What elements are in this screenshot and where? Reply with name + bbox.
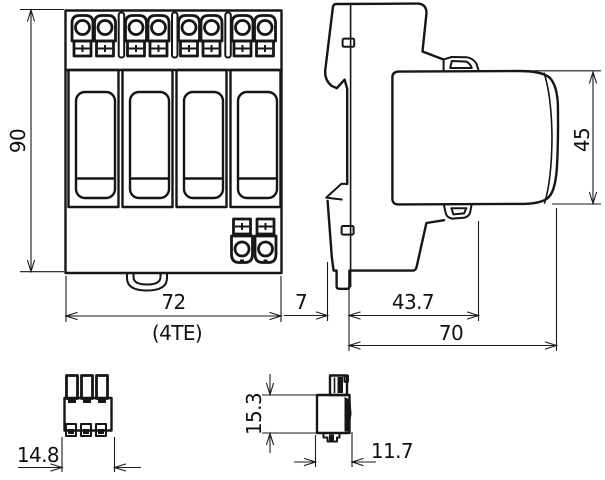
rail-depth-label: 7 — [295, 290, 307, 314]
connector-side-view — [315, 374, 352, 443]
protection-modules — [67, 68, 282, 209]
module — [229, 68, 282, 209]
module — [175, 68, 228, 209]
signal-terminal — [253, 217, 278, 264]
base-lower-terminal-block — [326, 199, 446, 290]
module-latch-bottom — [442, 204, 473, 220]
lower-terminal-screw-marker — [340, 225, 355, 236]
total-depth-label: 70 — [439, 321, 463, 345]
connector-front-view — [63, 374, 113, 437]
connector-width-label: 14.8 — [17, 443, 59, 467]
width-label: 72 — [161, 290, 185, 314]
terminal-clamp — [70, 14, 95, 58]
terminal-group-separator — [224, 11, 232, 59]
base-upper-terminal-block — [323, 2, 445, 186]
terminal-clamp — [124, 14, 148, 58]
connector-side-flange — [344, 397, 352, 432]
terminal-clamp — [199, 14, 224, 58]
terminal-clamp — [177, 14, 201, 58]
rail-clip-tip — [325, 182, 348, 201]
terminal-group-separator — [171, 11, 179, 59]
module — [121, 68, 174, 209]
top-terminals — [70, 11, 277, 59]
plug-in-module-profile — [391, 69, 560, 206]
width-unit-label: (4TE) — [152, 321, 202, 345]
dimensions: 90 72 (4TE) 7 43.7 70 45 14.8 15.3 11.7 — [6, 10, 601, 472]
connector-feet — [65, 423, 107, 437]
front-view — [64, 9, 283, 292]
upper-depth-label: 43.7 — [392, 290, 434, 314]
module-face-contour — [543, 72, 553, 204]
terminal-clamp — [253, 14, 277, 58]
signal-terminals — [230, 217, 278, 264]
terminal-clamp — [93, 14, 117, 58]
connector-prongs — [65, 374, 109, 403]
din-rail-release-tab — [126, 273, 168, 292]
terminal-clamp — [146, 14, 171, 58]
terminal-group-separator — [117, 11, 126, 59]
connector-height-label: 15.3 — [242, 393, 266, 435]
upper-terminal-screw-marker — [341, 37, 356, 48]
module-height-label: 45 — [570, 128, 594, 152]
connector-depth-label: 11.7 — [371, 439, 413, 463]
module — [67, 68, 120, 209]
terminal-clamp — [230, 14, 255, 58]
signal-terminal — [230, 217, 254, 264]
side-view — [323, 2, 560, 290]
height-label: 90 — [6, 129, 30, 153]
connector-side-prong — [328, 374, 349, 397]
connector-side-foot — [322, 433, 341, 443]
module-latch-top — [442, 56, 480, 71]
